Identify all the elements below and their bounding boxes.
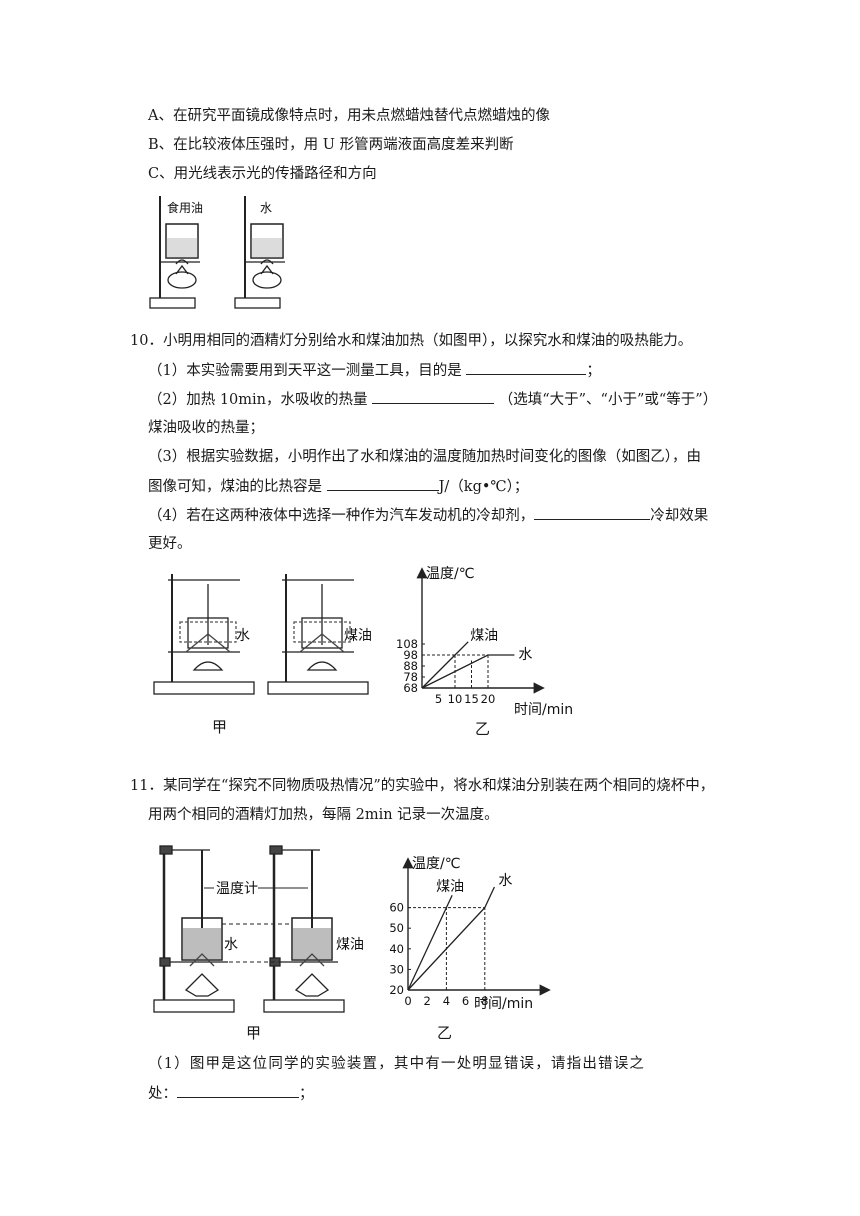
q10-part3-blank[interactable] [326, 476, 439, 491]
y-tick-label: 88 [403, 659, 418, 673]
q10-part4-line2: 更好。 [148, 536, 192, 552]
q11-stem-line2: 用两个相同的酒精灯加热，每隔 2min 记录一次温度。 [148, 807, 499, 823]
x-tick-label: 20 [481, 692, 496, 706]
series-label-1: 水 [498, 873, 512, 889]
q10-label-water: 水 [236, 628, 250, 644]
q10-stem: 10．小明用相同的酒精灯分别给水和煤油加热（如图甲），以探究水和煤油的吸热能力。 [130, 333, 693, 349]
y-axis-label: 温度/℃ [426, 566, 474, 582]
x-axis-label: 时间/min [514, 702, 573, 718]
y-tick-label: 30 [389, 962, 404, 976]
q11-label-water: 水 [224, 937, 238, 953]
q10-part2-choice: （选填“大于”、“小于”或“等于”） [498, 392, 718, 408]
x-tick-label: 4 [443, 994, 450, 1008]
q10-part4-text: （4）若在这两种液体中选择一种作为汽车发动机的冷却剂， [148, 508, 535, 524]
q10-caption-jia: 甲 [212, 718, 228, 736]
q10-label-oil: 煤油 [344, 628, 372, 644]
y-tick-label: 108 [396, 637, 418, 651]
q11-caption-yi: 乙 [437, 1024, 453, 1042]
series-line-0 [407, 894, 453, 991]
x-tick-label: 2 [424, 994, 431, 1008]
label-water-top: 水 [260, 201, 272, 215]
q11-part1-line2: 处： ； [148, 1083, 314, 1104]
q10-part2-blank[interactable] [372, 389, 495, 404]
q10-part1: （1）本实验需要用到天平这一测量工具，目的是 ； [148, 360, 601, 381]
q10-part3-unit: J/（kg•℃）； [438, 479, 529, 495]
y-tick-label: 60 [389, 901, 404, 915]
q11-stem-line1: 11．某同学在“探究不同物质吸热情况”的实验中，将水和煤油分别装在两个相同的烧杯… [130, 778, 715, 794]
q11-part1-text: 处： [148, 1086, 177, 1102]
y-tick-label: 98 [403, 648, 418, 662]
q11-part1-end: ； [299, 1086, 314, 1102]
y-tick-label: 50 [389, 921, 404, 935]
series-line-1 [407, 886, 495, 991]
q10-part3-text: 图像可知，煤油的比热容是 [148, 479, 322, 495]
series-line-0 [421, 641, 469, 689]
x-tick-label: 10 [448, 692, 463, 706]
x-tick-label: 15 [464, 692, 479, 706]
q11-caption-jia: 甲 [246, 1024, 262, 1042]
q10-part2-text: （2）加热 10min，水吸收的热量 [148, 392, 368, 408]
series-label-1: 水 [518, 647, 532, 663]
x-axis-label: 时间/min [474, 996, 533, 1012]
y-tick-label: 20 [389, 983, 404, 997]
x-tick-label: 5 [435, 692, 442, 706]
q10-part4-blank[interactable] [534, 505, 651, 520]
x-tick-label: 0 [404, 994, 411, 1008]
q10-part4-text-b: 冷却效果 [650, 508, 709, 524]
q11-apparatus-figure: 温度计 水 煤油 [153, 845, 364, 1013]
q10-part4-line1: （4）若在这两种液体中选择一种作为汽车发动机的冷却剂， 冷却效果 [148, 505, 708, 526]
option-c: C、用光线表示光的传播路径和方向 [148, 166, 377, 182]
q10-part1-end: ； [586, 363, 601, 379]
q10-part2: （2）加热 10min，水吸收的热量 （选填“大于”、“小于”或“等于”） [148, 389, 717, 410]
q11-label-thermometer: 温度计 [216, 881, 258, 897]
q11-part1-line1: （1）图甲是这位同学的实验装置，其中有一处明显错误，请指出错误之 [148, 1056, 646, 1072]
y-tick-label: 78 [403, 670, 418, 684]
x-tick-label: 8 [481, 994, 488, 1008]
series-label-0: 煤油 [470, 628, 498, 644]
y-axis-label: 温度/℃ [412, 856, 460, 872]
y-tick-label: 68 [403, 681, 418, 695]
top-apparatus-figure: 食用油 水 [149, 196, 285, 309]
q10-part3-line1: （3）根据实验数据，小明作出了水和煤油的温度随加热时间变化的图像（如图乙），由 [148, 449, 701, 465]
option-a: A、在研究平面镜成像特点时，用未点燃蜡烛替代点燃蜡烛的像 [148, 108, 550, 124]
q11-label-oil: 煤油 [336, 937, 364, 953]
q10-apparatus-figure: 水 煤油 [153, 574, 372, 695]
x-tick-label: 6 [462, 994, 469, 1008]
q11-part1-blank[interactable] [177, 1083, 299, 1098]
series-line-1 [421, 654, 515, 689]
q10-part1-blank[interactable] [466, 360, 587, 375]
q10-part3-line2: 图像可知，煤油的比热容是 J/（kg•℃）； [148, 476, 528, 497]
y-tick-label: 40 [389, 942, 404, 956]
q10-part2-cont: 煤油吸收的热量； [148, 420, 264, 436]
q10-caption-yi: 乙 [475, 720, 491, 738]
q10-part1-text: （1）本实验需要用到天平这一测量工具，目的是 [148, 363, 462, 379]
label-cooking-oil: 食用油 [167, 200, 203, 215]
option-b: B、在比较液体压强时，用 U 形管两端液面高度差来判断 [148, 137, 514, 153]
series-label-0: 煤油 [436, 879, 464, 895]
